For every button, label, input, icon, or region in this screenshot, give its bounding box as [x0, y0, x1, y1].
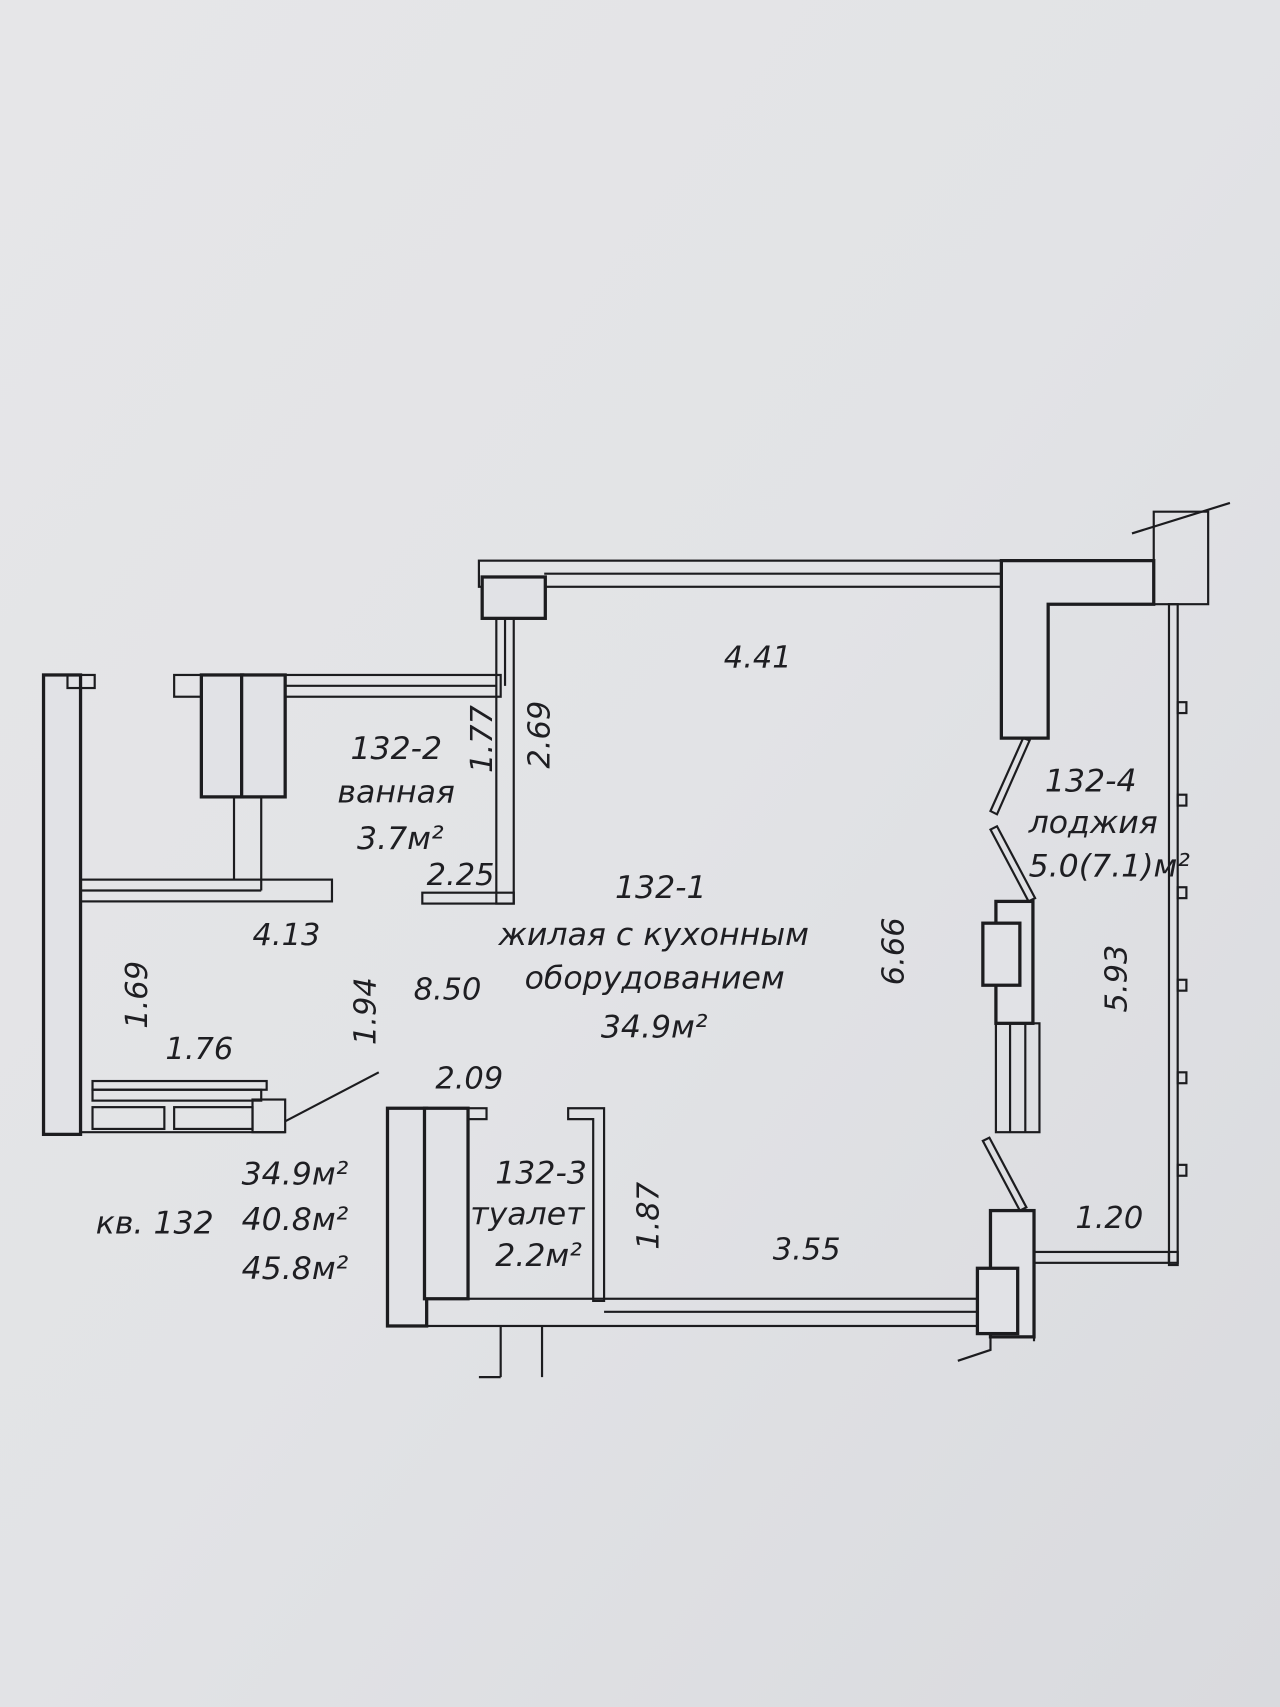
dim-2-69: 2.69 — [523, 701, 558, 769]
living-room-name-1: жилая с кухонным — [498, 917, 809, 953]
toilet-room-name: туалет — [470, 1197, 586, 1233]
dim-2-25: 2.25 — [427, 858, 495, 893]
dim-1-94: 1.94 — [349, 977, 384, 1045]
dim-4-41: 4.41 — [724, 640, 792, 675]
bath-room-id: 132-2 — [350, 731, 442, 767]
dim-1-77: 1.77 — [465, 704, 500, 772]
living-room-id: 132-1 — [615, 870, 707, 906]
loggia-room-area: 5.0(7.1)м² — [1029, 848, 1191, 884]
dim-8-50: 8.50 — [414, 972, 482, 1007]
dim-6-66: 6.66 — [876, 917, 911, 985]
living-room-name-2: оборудованием — [525, 960, 785, 996]
dim-1-76: 1.76 — [165, 1032, 233, 1067]
dim-1-87: 1.87 — [632, 1181, 667, 1249]
bath-room-name: ванная — [337, 774, 454, 810]
walls — [41, 501, 1231, 1379]
dim-4-13: 4.13 — [253, 918, 321, 953]
dim-2-09: 2.09 — [435, 1062, 503, 1097]
dimension-labels: 4.41 1.77 2.69 2.25 4.13 1.69 1.76 1.94 … — [120, 640, 1143, 1267]
apartment-area-with-loggia: 45.8м² — [242, 1251, 349, 1287]
toilet-room-id: 132-3 — [495, 1155, 587, 1191]
dim-3-55: 3.55 — [773, 1233, 841, 1268]
bath-room-area: 3.7м² — [357, 821, 444, 857]
room-labels: 132-2 ванная 3.7м² 132-1 жилая с кухонны… — [337, 731, 1190, 1274]
apartment-area-total: 40.8м² — [242, 1202, 349, 1238]
dim-1-69: 1.69 — [120, 961, 155, 1029]
apartment-summary: кв. 132 34.9м² 40.8м² 45.8м² — [96, 1156, 349, 1287]
living-room-area: 34.9м² — [601, 1009, 708, 1045]
loggia-room-id: 132-4 — [1045, 763, 1137, 799]
loggia-room-name: лоджия — [1028, 805, 1158, 841]
dim-1-20: 1.20 — [1075, 1201, 1143, 1236]
apartment-area-living: 34.9м² — [242, 1156, 349, 1192]
apartment-label: кв. 132 — [96, 1205, 214, 1241]
dim-5-93: 5.93 — [1100, 945, 1135, 1013]
toilet-room-area: 2.2м² — [495, 1238, 582, 1274]
